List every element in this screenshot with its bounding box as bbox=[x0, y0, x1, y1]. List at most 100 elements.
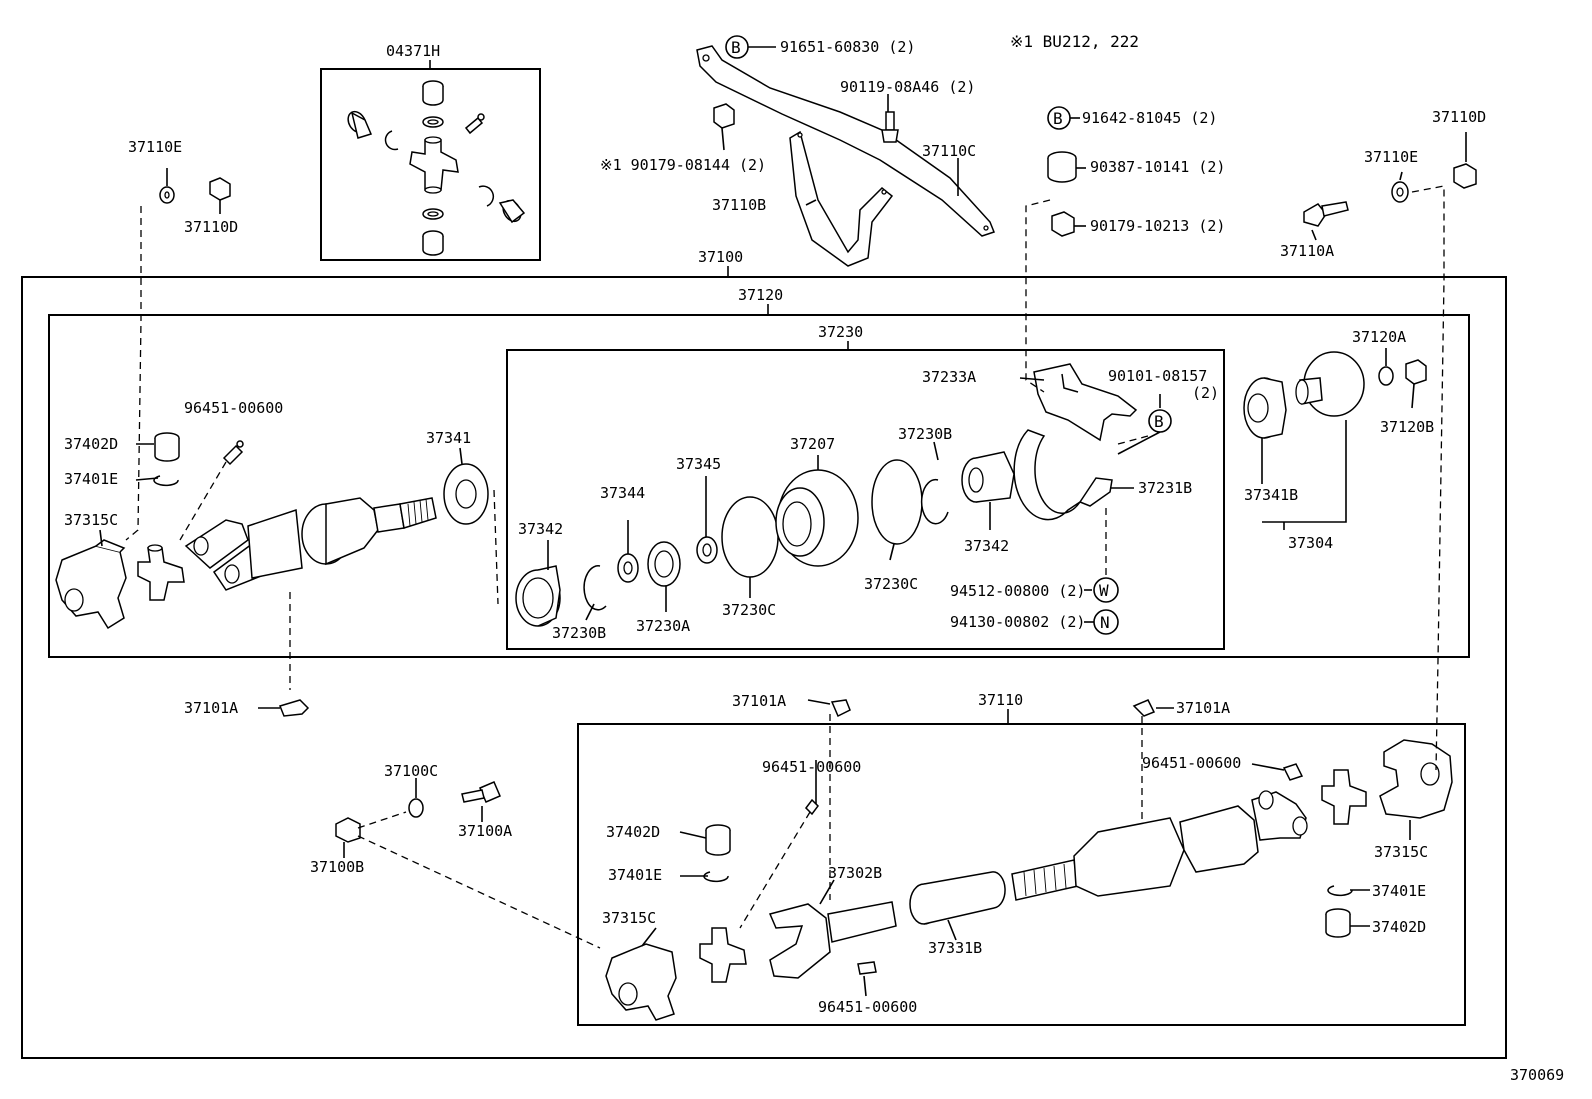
mark-w-94512: W bbox=[1093, 577, 1119, 603]
label-37120a: 37120A bbox=[1352, 328, 1406, 346]
kit-bearing-cup-right bbox=[498, 199, 526, 224]
dash-line-seal bbox=[493, 489, 499, 605]
label-96451-front: 96451-00600 bbox=[184, 399, 283, 417]
snap-ring-37230b-left bbox=[583, 565, 607, 611]
label-box-37230: 37230 bbox=[818, 323, 863, 341]
dust-seal-37341 bbox=[443, 463, 489, 525]
label-37100b: 37100B bbox=[310, 858, 364, 876]
label-37402d-rear-left: 37402D bbox=[606, 823, 660, 841]
label-96451-rear-b: 96451-00600 bbox=[1142, 754, 1241, 772]
label-37230b-right: 37230B bbox=[898, 425, 952, 443]
bearing-bracket-37233a bbox=[1033, 363, 1138, 442]
cushion-90387 bbox=[1047, 151, 1077, 183]
seal-37341b bbox=[1243, 377, 1287, 439]
snap-ring-37230b-right bbox=[920, 478, 949, 525]
balance-weight-37101a-mid bbox=[830, 699, 851, 718]
label-37342-left: 37342 bbox=[518, 520, 563, 538]
label-37341b: 37341B bbox=[1244, 486, 1298, 504]
nut-37100b bbox=[335, 817, 361, 843]
applicability-note: ※1 BU212, 222 bbox=[1010, 32, 1139, 51]
nut-90179-10213 bbox=[1051, 211, 1075, 237]
label-37345: 37345 bbox=[676, 455, 721, 473]
kit-snap-ring-right bbox=[478, 185, 495, 207]
diagram-id: 370069 bbox=[1510, 1066, 1564, 1084]
mark-n-94130: N bbox=[1093, 609, 1119, 635]
kit-bearing-cup-left bbox=[347, 110, 373, 139]
flange-yoke-37315c-rear-left bbox=[605, 943, 677, 1021]
kit-spider bbox=[409, 136, 459, 194]
label-37402d-rear-right: 37402D bbox=[1372, 918, 1426, 936]
bearing-retainer-37231b bbox=[1013, 429, 1113, 521]
label-37315c-rear-right: 37315C bbox=[1374, 843, 1428, 861]
bearing-cup-37402d-rear-left bbox=[705, 824, 731, 856]
washer-37110e-right bbox=[1391, 181, 1409, 203]
kit-snap-ring-left bbox=[384, 130, 399, 151]
label-91651: 91651-60830 (2) bbox=[780, 38, 915, 56]
snap-ring-37401e-rear-left bbox=[703, 871, 729, 883]
label-37110d-right: 37110D bbox=[1432, 108, 1486, 126]
label-37230b-left: 37230B bbox=[552, 624, 606, 642]
label-37110b: 37110B bbox=[712, 196, 766, 214]
dash-line-37100 bbox=[357, 811, 601, 949]
box-37110 bbox=[577, 723, 1466, 1026]
box-37120 bbox=[48, 314, 1470, 658]
label-box-37120: 37120 bbox=[738, 286, 783, 304]
label-90179a: ※1 90179-08144 (2) bbox=[600, 156, 766, 174]
grease-fitting-rear-b bbox=[857, 961, 877, 975]
dash-line-left bbox=[125, 206, 142, 541]
label-37231b: 37231B bbox=[1138, 479, 1192, 497]
mark-b-90101: B bbox=[1148, 409, 1172, 433]
box-37100 bbox=[21, 276, 1507, 1059]
washer-37344 bbox=[617, 553, 639, 583]
label-37120b: 37120B bbox=[1380, 418, 1434, 436]
label-37401e-rear-right: 37401E bbox=[1372, 882, 1426, 900]
box-37230 bbox=[506, 349, 1225, 650]
bearing-cup-37402d-rear-right bbox=[1325, 908, 1351, 938]
label-37401e-rear-left: 37401E bbox=[608, 866, 662, 884]
kit-bearing-cup-top bbox=[422, 80, 444, 106]
grease-fitting-front bbox=[222, 440, 244, 466]
dust-deflector-37342-left bbox=[515, 565, 561, 627]
label-94512: 94512-00800 (2) bbox=[950, 582, 1085, 600]
nut-90179-08144 bbox=[713, 103, 735, 129]
dash-line-grease-front bbox=[179, 461, 227, 541]
label-90119: 90119-08A46 (2) bbox=[840, 78, 975, 96]
flange-yoke-37315c-rear-right bbox=[1379, 739, 1453, 819]
label-37101a-mid: 37101A bbox=[732, 692, 786, 710]
label-37331b: 37331B bbox=[928, 939, 982, 957]
label-37110e-left: 37110E bbox=[128, 138, 182, 156]
label-37341: 37341 bbox=[426, 429, 471, 447]
label-90387: 90387-10141 (2) bbox=[1090, 158, 1225, 176]
dash-line-bracket bbox=[1025, 199, 1051, 393]
label-box-04371h: 04371H bbox=[386, 42, 440, 60]
kit-bearing-cup-bottom bbox=[422, 230, 444, 256]
grease-fitting-rear-c bbox=[1282, 763, 1304, 781]
snap-ring-37401e-rear-right bbox=[1327, 885, 1353, 897]
spider-front bbox=[137, 544, 185, 601]
nut-37110d-left bbox=[209, 177, 231, 201]
label-37100c: 37100C bbox=[384, 762, 438, 780]
label-90101: 90101-08157 bbox=[1108, 367, 1207, 385]
bolt-37100a bbox=[461, 781, 501, 803]
svg-text:B: B bbox=[1053, 109, 1063, 128]
label-94130: 94130-00802 (2) bbox=[950, 613, 1085, 631]
bearing-37230a bbox=[647, 541, 681, 587]
washer-37345 bbox=[696, 536, 718, 564]
label-96451-rear-a: 96451-00600 bbox=[762, 758, 861, 776]
mark-b-91642: B bbox=[1047, 106, 1071, 130]
label-37233a: 37233A bbox=[922, 368, 976, 386]
kit-snap-ring-bottom bbox=[422, 208, 444, 220]
dust-deflector-37342-right bbox=[961, 451, 1015, 503]
label-96451-rear-c: 96451-00600 bbox=[818, 998, 917, 1016]
svg-text:B: B bbox=[731, 38, 741, 57]
svg-text:B: B bbox=[1154, 412, 1164, 431]
rubber-cushion-37207 bbox=[775, 469, 859, 567]
label-37402d-front: 37402D bbox=[64, 435, 118, 453]
o-ring-37230c-left bbox=[721, 496, 779, 578]
balance-weight-37101a-right bbox=[1132, 699, 1156, 717]
label-37207: 37207 bbox=[790, 435, 835, 453]
spider-rear-left bbox=[699, 927, 747, 983]
label-90101-qty: (2) bbox=[1192, 384, 1219, 402]
front-yoke-tube bbox=[184, 497, 437, 591]
